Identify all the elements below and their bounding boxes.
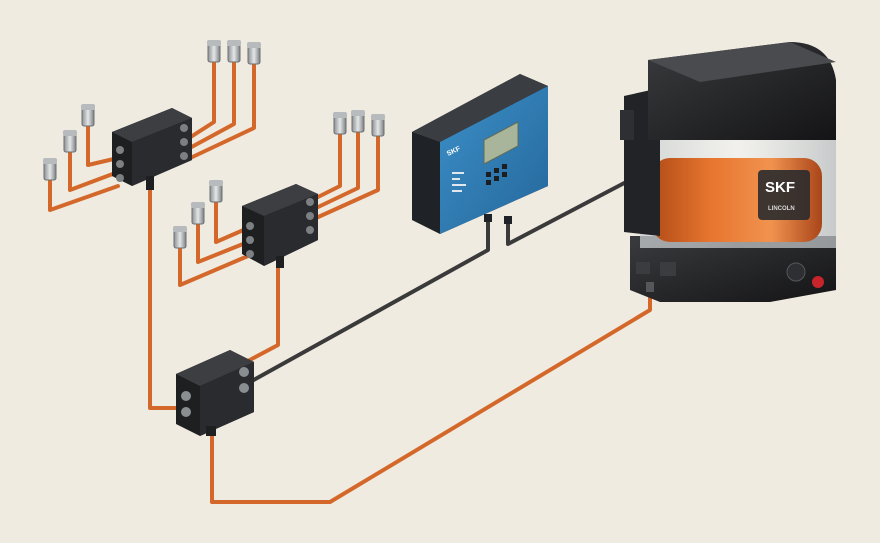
fittings-middle xyxy=(173,110,385,249)
pump-sub-brand: LINCOLN xyxy=(768,206,795,212)
distributor-middle xyxy=(242,184,318,268)
distributor-main xyxy=(176,350,254,436)
lube-line-main-feed xyxy=(210,288,652,504)
lube-line-to-distributor-middle xyxy=(244,260,280,364)
cable-controller-to-distributor xyxy=(248,216,490,384)
cable-controller-to-pump xyxy=(506,178,632,246)
controller-unit: SKF xyxy=(412,74,548,234)
fittings-upper-left xyxy=(43,40,261,181)
lube-lines xyxy=(48,58,652,504)
signal-cables xyxy=(248,178,632,384)
pump-unit: SKF LINCOLN xyxy=(620,42,836,302)
pump-alarm-knob xyxy=(812,276,824,288)
controller-display xyxy=(483,121,519,165)
pump-brand-logo: SKF xyxy=(765,179,795,196)
lube-line-to-distributor-upper-left xyxy=(148,184,180,410)
distributor-upper-left xyxy=(112,108,192,190)
